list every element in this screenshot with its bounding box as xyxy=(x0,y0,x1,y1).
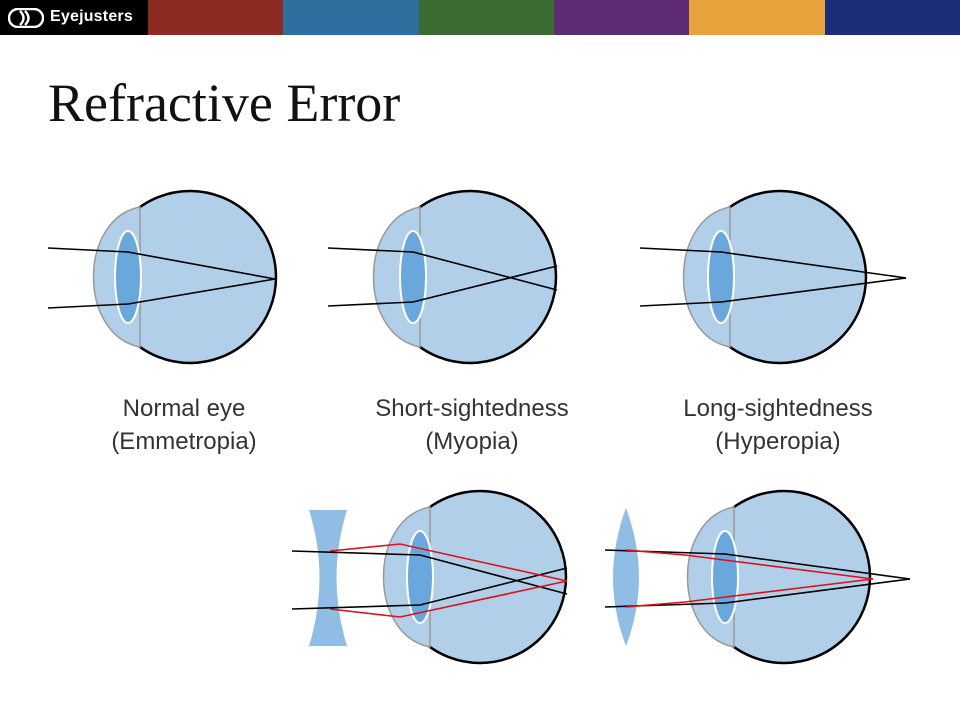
color-stripes xyxy=(148,0,960,35)
ray-hyperopia-corrected-red-upper xyxy=(625,549,874,580)
brand-logo: Eyejusters xyxy=(0,0,148,35)
banner-stripe-4 xyxy=(553,0,690,35)
ray-hyperopia-lower xyxy=(639,277,907,307)
caption-myopia-line2: (Myopia) xyxy=(425,428,519,455)
ray-myopia-corrected-black-lower xyxy=(291,567,568,610)
ray-normal-lower xyxy=(47,278,276,309)
eye-normal xyxy=(92,189,278,365)
banner-stripe-5 xyxy=(689,0,825,35)
ray-myopia-corrected-red-lower xyxy=(329,580,568,618)
page-title: Refractive Error xyxy=(48,73,401,133)
concave-lens-icon xyxy=(309,510,347,646)
caption-hyperopia-line1: Long-sightedness xyxy=(683,395,873,422)
eye-hyperopia-corrected xyxy=(686,489,872,665)
ray-myopia-corrected-red-upper xyxy=(329,543,568,582)
banner-stripe-1 xyxy=(148,0,284,35)
ray-hyperopia-upper xyxy=(639,247,907,279)
banner-stripe-3 xyxy=(418,0,554,35)
convex-lens-icon xyxy=(613,508,639,646)
brand-name: Eyejusters xyxy=(50,8,133,25)
lens-hyperopia xyxy=(707,230,735,324)
lens-myopia xyxy=(399,230,427,324)
caption-normal: Normal eye (Emmetropia) xyxy=(54,392,314,458)
ray-myopia-lower xyxy=(327,265,558,307)
lens-hyperopia-corrected xyxy=(711,530,739,624)
lens-normal xyxy=(114,230,142,324)
caption-hyperopia: Long-sightedness (Hyperopia) xyxy=(648,392,908,458)
ray-hyperopia-corrected-red-lower xyxy=(625,578,874,608)
lens-logo-icon xyxy=(8,8,44,28)
banner-stripe-6 xyxy=(824,0,960,35)
caption-normal-line2: (Emmetropia) xyxy=(111,428,257,455)
banner-stripe-2 xyxy=(283,0,419,35)
caption-hyperopia-line2: (Hyperopia) xyxy=(715,428,841,455)
caption-myopia-line1: Short-sightedness xyxy=(375,395,569,422)
eye-myopia xyxy=(372,189,558,365)
caption-myopia: Short-sightedness (Myopia) xyxy=(342,392,602,458)
top-banner: Eyejusters xyxy=(0,0,960,35)
eye-myopia-corrected xyxy=(382,489,568,665)
eye-hyperopia xyxy=(682,189,868,365)
ray-normal-upper xyxy=(47,247,276,280)
lens-myopia-corrected xyxy=(406,530,434,624)
caption-normal-line1: Normal eye xyxy=(122,395,246,422)
